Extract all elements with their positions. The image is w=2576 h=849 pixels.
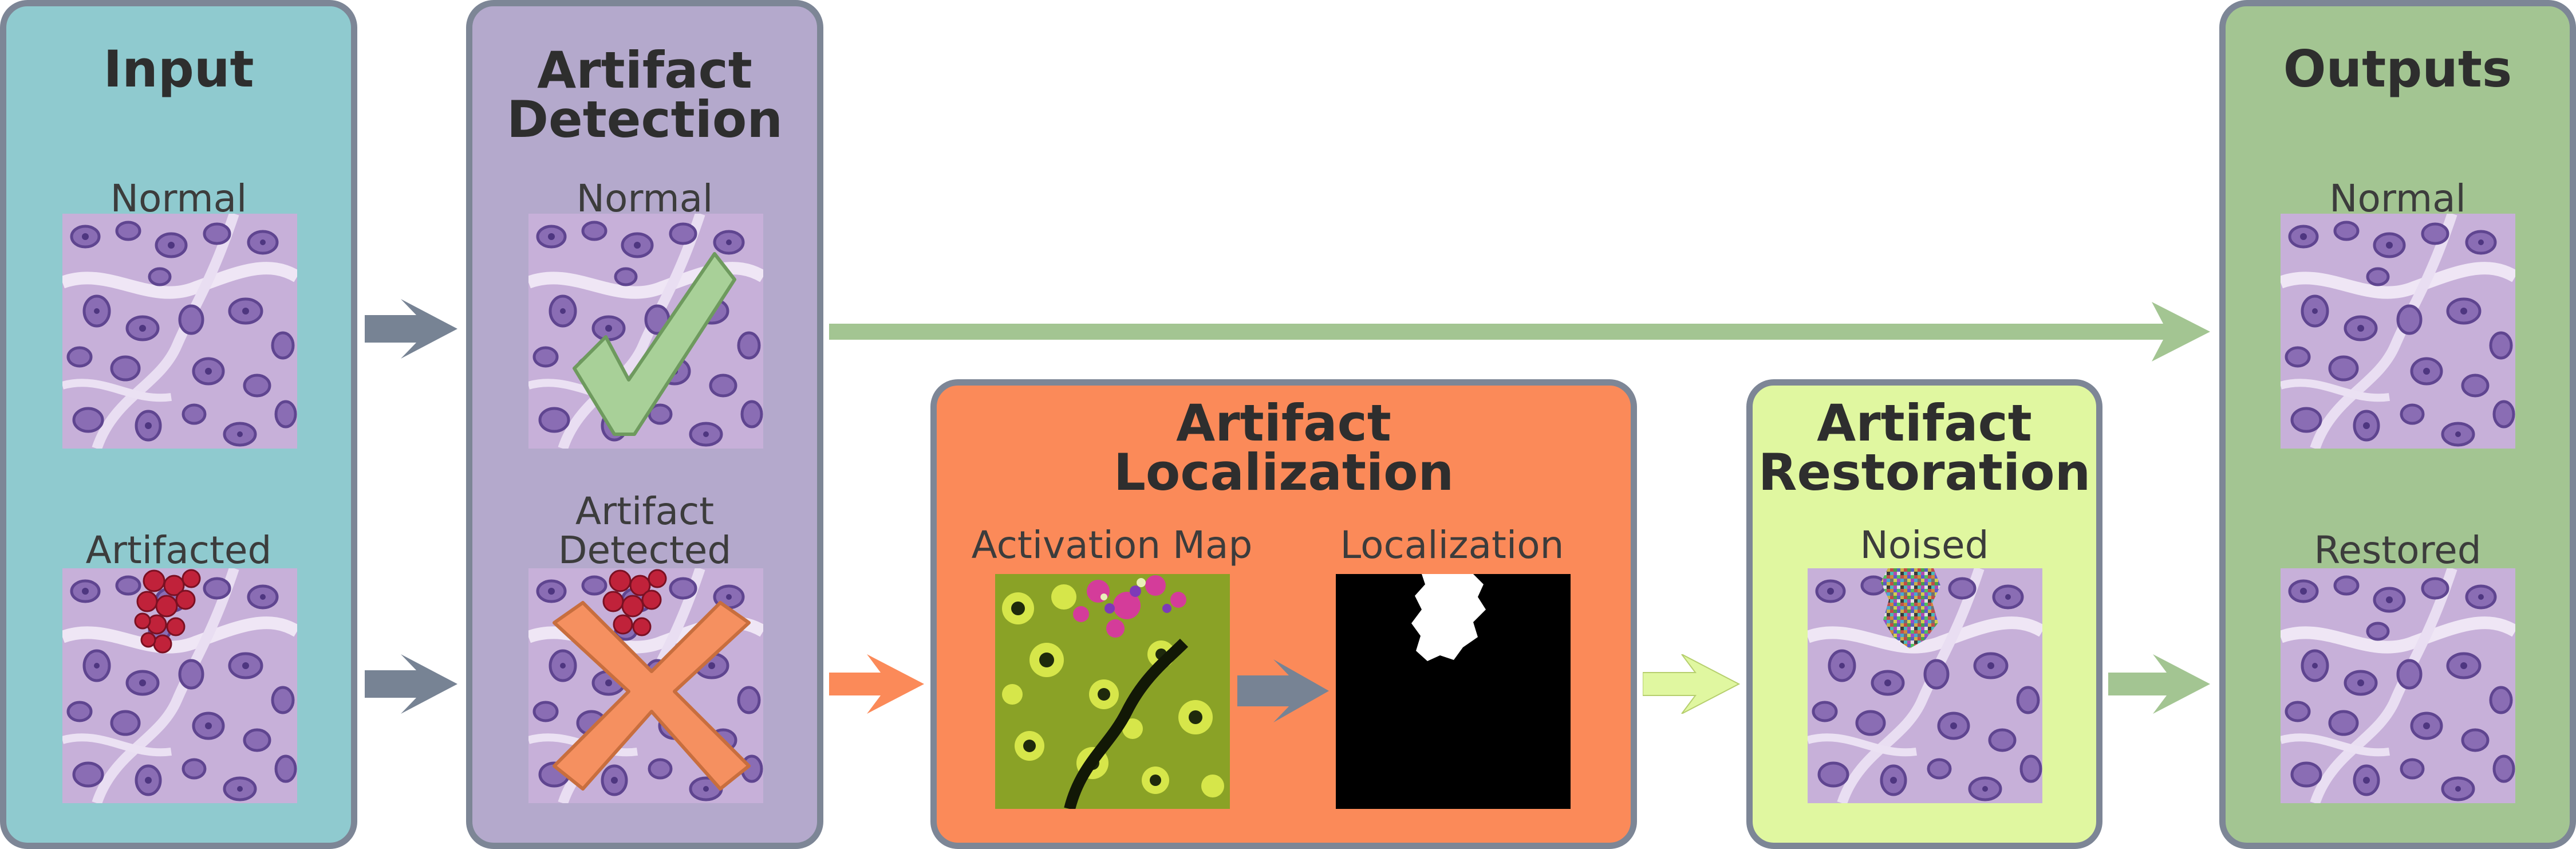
restoration-to-outputs-arrow <box>2108 654 2210 714</box>
detection-detected-label-line2: Detected <box>558 528 732 572</box>
restoration-title-line2: Restoration <box>1758 443 2091 502</box>
normal-bypass-arrow <box>829 302 2210 361</box>
localization-title-line1: Artifact <box>1176 394 1391 453</box>
input-title: Input <box>103 40 254 99</box>
restoration-noised-image <box>1808 568 2042 803</box>
localization-panel: Artifact Localization Activation Map Loc… <box>930 379 1637 849</box>
localization-title-line2: Localization <box>1113 443 1454 502</box>
outputs-normal-label: Normal <box>2329 176 2466 221</box>
restoration-panel: Artifact Restoration Noised <box>1746 379 2102 849</box>
restoration-noised-label: Noised <box>1860 523 1989 567</box>
input-to-detection-arrow-bottom <box>365 654 457 714</box>
restoration-title-line1: Artifact <box>1817 394 2032 453</box>
input-to-detection-arrow-top <box>365 299 457 359</box>
outputs-panel: Outputs Normal Restored <box>2219 0 2576 849</box>
detection-normal-image <box>528 214 763 449</box>
activation-map-label: Activation Map <box>971 523 1253 567</box>
detection-normal-label: Normal <box>576 176 713 221</box>
outputs-restored-image <box>2281 568 2515 803</box>
input-panel: Input Normal Artifacted <box>0 0 357 849</box>
detection-artifact-image <box>528 568 763 803</box>
localization-to-restoration-arrow <box>1643 654 1741 714</box>
outputs-title: Outputs <box>2283 40 2512 99</box>
detection-to-localization-arrow <box>829 654 924 714</box>
x-cross-icon <box>553 601 751 791</box>
detection-title-line2: Detection <box>507 90 783 149</box>
input-normal-image <box>62 214 297 449</box>
check-icon <box>573 252 736 436</box>
detection-detected-label-line1: Artifact <box>575 489 715 533</box>
input-artifacted-label: Artifacted <box>85 528 272 572</box>
localization-mask-image <box>1336 574 1571 809</box>
detection-title-line1: Artifact <box>537 41 752 100</box>
outputs-normal-image <box>2281 214 2515 449</box>
outputs-restored-label: Restored <box>2314 528 2482 572</box>
localization-inner-arrow <box>1237 659 1329 722</box>
input-normal-label: Normal <box>110 176 247 221</box>
localization-mask-label: Localization <box>1340 523 1564 567</box>
activation-map-image <box>995 574 1230 809</box>
detection-panel: Artifact Detection Normal Artifact Detec… <box>466 0 823 849</box>
input-artifacted-image <box>62 568 297 803</box>
